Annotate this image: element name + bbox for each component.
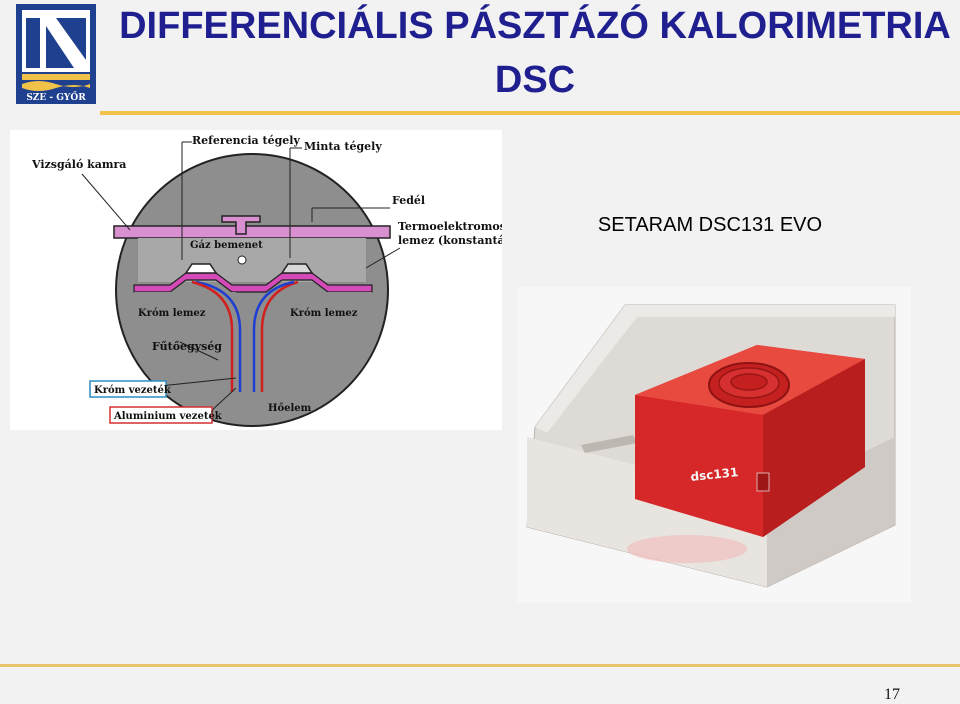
title-divider (100, 111, 960, 115)
university-logo: SZE - GYŐR (16, 4, 96, 104)
page-title: DIFFERENCIÁLIS PÁSZTÁZÓ KALORIMETRIA (119, 5, 951, 47)
label-gaz-bemenet: Gáz bemenet (190, 240, 263, 251)
dsc-cell-diagram: Referencia tégely Minta tégely Vizsgáló … (10, 130, 518, 430)
label-krom-vezetek: Króm vezeték (94, 385, 172, 396)
label-fedel: Fedél (392, 194, 425, 207)
label-aluminium-vezetek: Aluminium vezeték (113, 411, 223, 422)
label-krom-lemez-right: Króm lemez (290, 308, 358, 319)
label-konstantan: lemez (konstantán) (398, 234, 502, 247)
label-minta-tegely: Minta tégely (304, 140, 382, 153)
label-hoelem: Hőelem (268, 403, 312, 414)
device-photo: dsc131 (517, 287, 911, 603)
device-caption: SETARAM DSC131 EVO (597, 214, 823, 236)
label-krom-lemez-left: Króm lemez (138, 308, 206, 319)
logo-text: SZE - GYŐR (26, 90, 86, 103)
page-subtitle: DSC (494, 59, 576, 101)
label-referencia-tegely: Referencia tégely (192, 134, 300, 147)
page-number: 17 (884, 686, 900, 703)
label-vizsgalo-kamra: Vizsgáló kamra (31, 158, 126, 171)
label-futoegyseg: Fűtőegység (152, 340, 222, 353)
footer-divider (0, 664, 960, 667)
label-termoelektromos: Termoelektromos (398, 220, 502, 233)
device-label: dsc131 (690, 465, 739, 484)
